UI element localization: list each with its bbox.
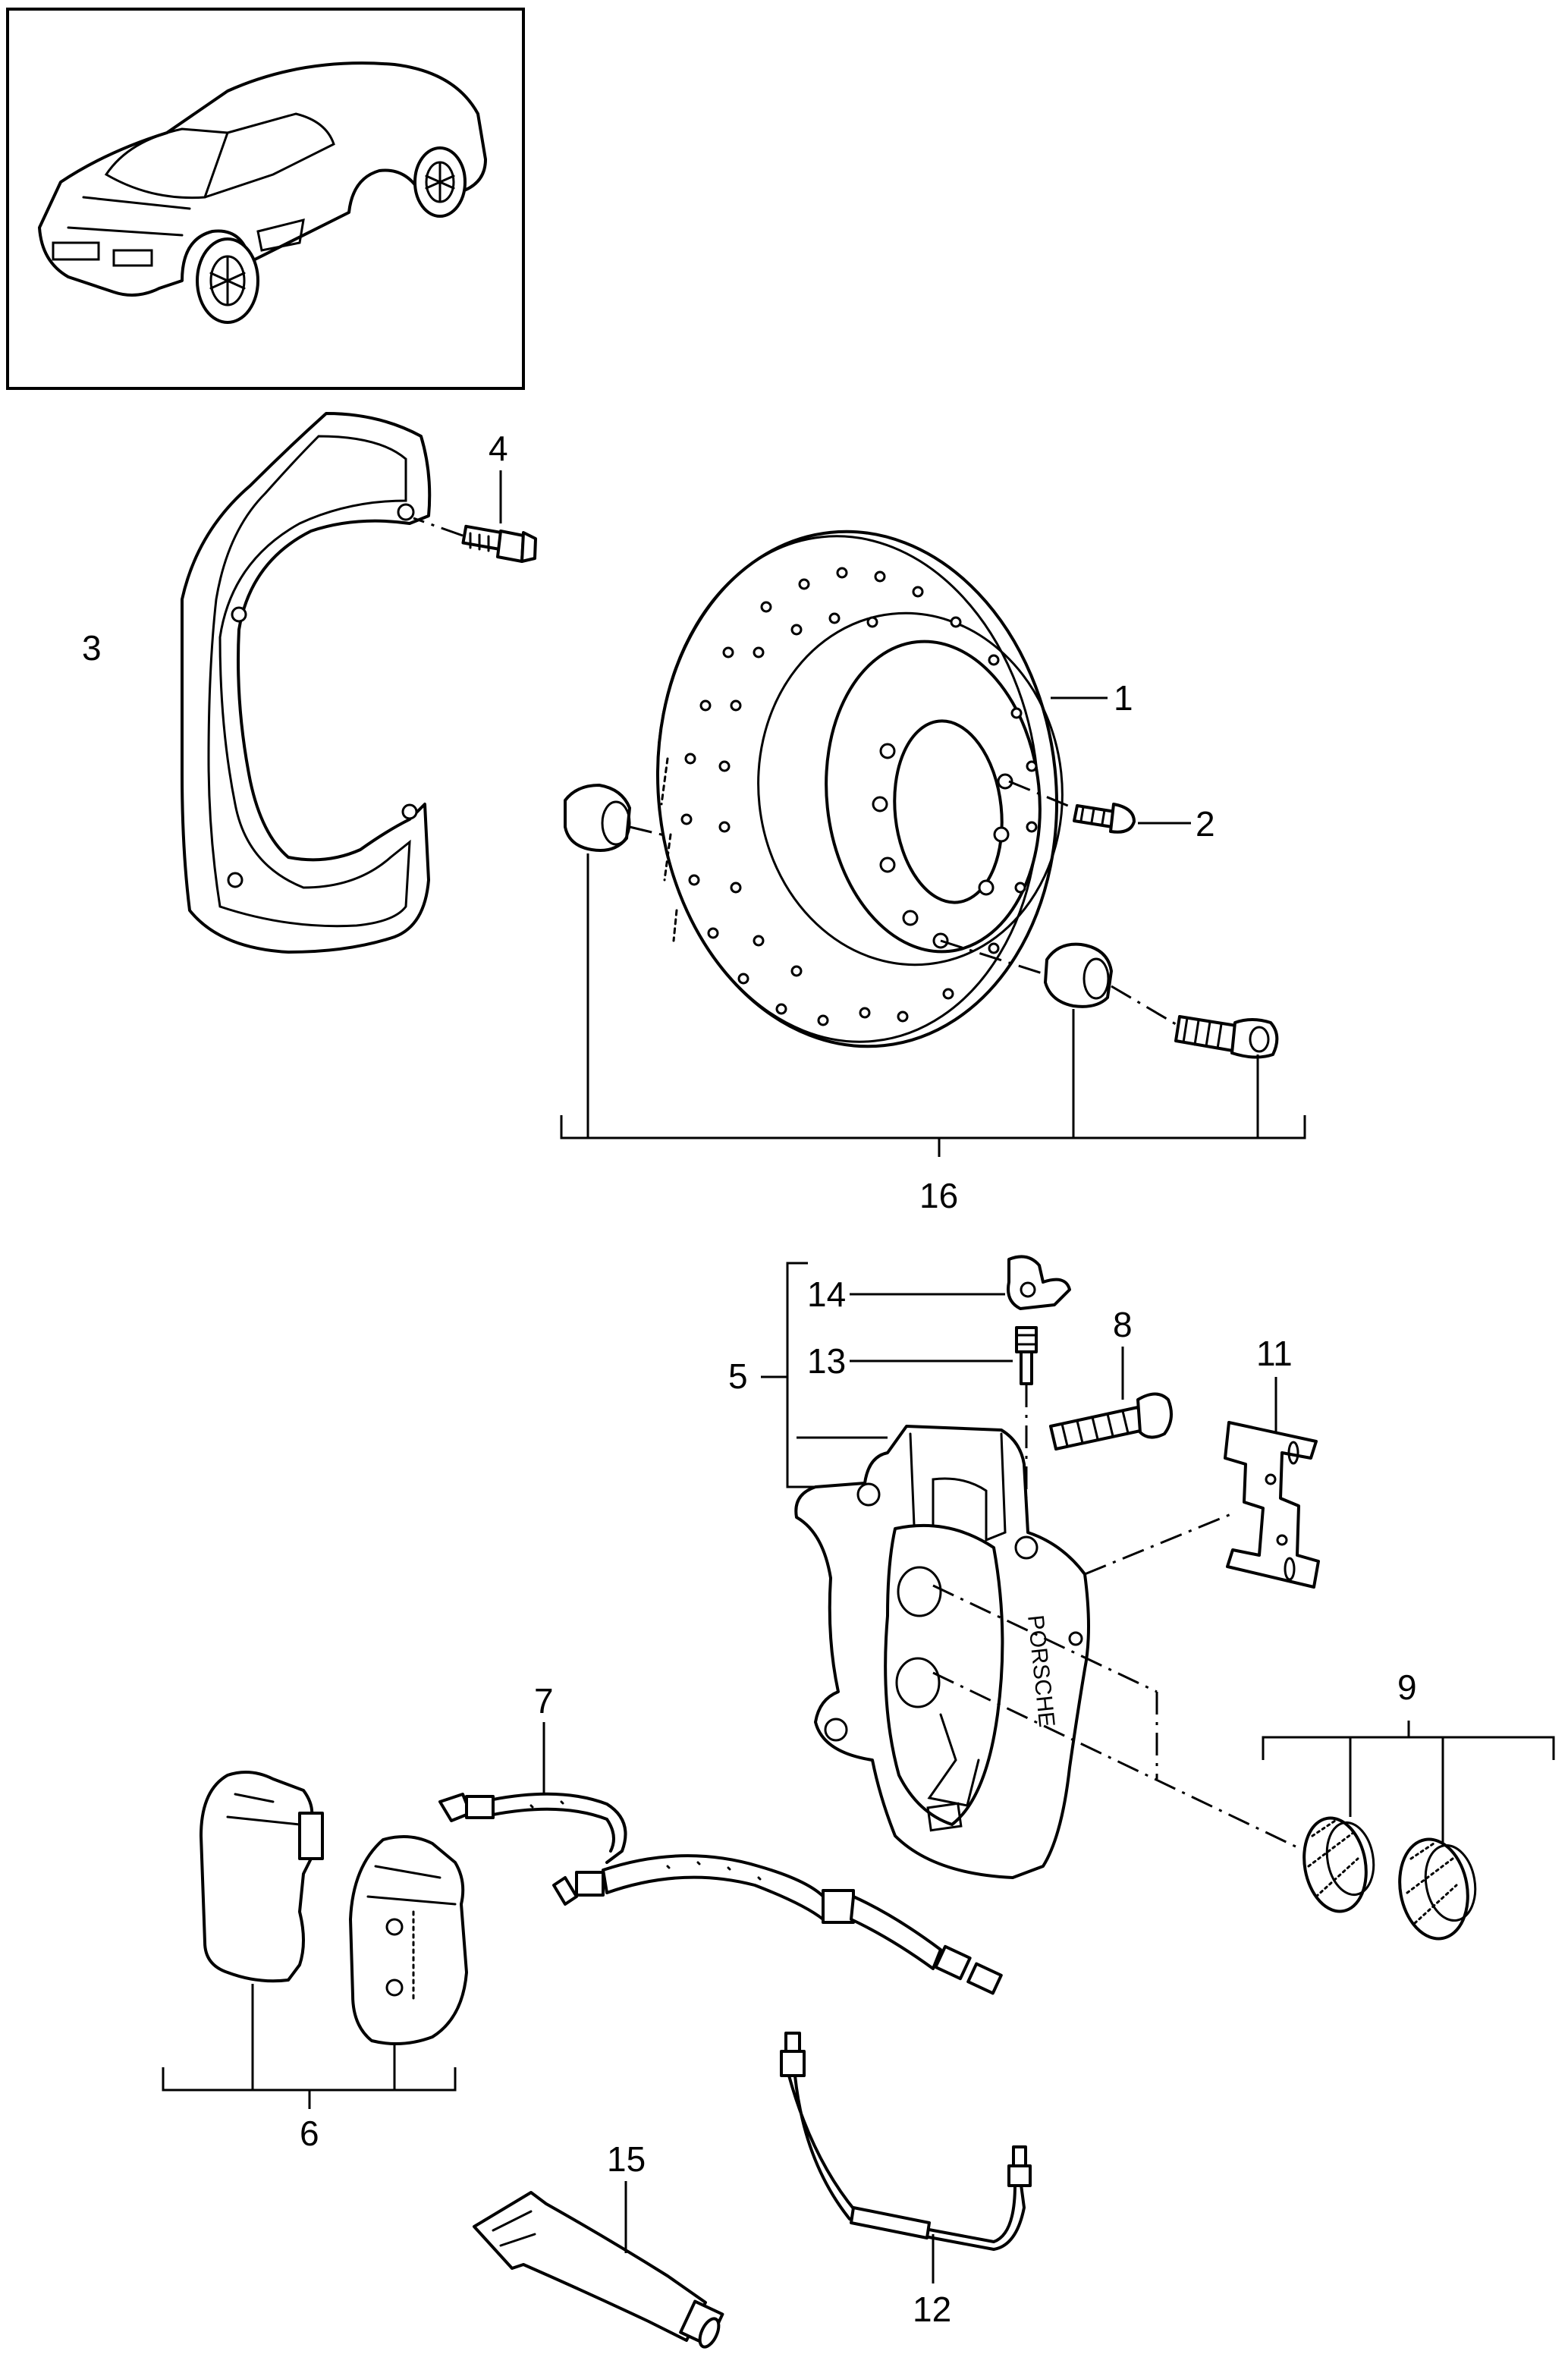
- brake-line: [780, 2032, 1032, 2251]
- callout-7: 7: [534, 1681, 554, 1721]
- assembly-line-bolt: [1111, 985, 1177, 1026]
- callout-9: 9: [1397, 1667, 1417, 1707]
- callout-11: 11: [1256, 1334, 1293, 1373]
- callout-8: 8: [1113, 1305, 1133, 1344]
- spacer-sleeve-left: [564, 784, 631, 852]
- brake-pad-1: [200, 1771, 324, 1983]
- disc-hub-holes: [872, 743, 1013, 949]
- piston-seal-1: [1302, 1816, 1375, 1913]
- bracket-16: [560, 853, 1306, 1157]
- callout-3: 3: [82, 628, 102, 668]
- brake-caliper: PORSCHE: [794, 1425, 1090, 1879]
- piston-seal-2: [1398, 1837, 1477, 1941]
- assembly-line-spacer-right: [940, 939, 1048, 976]
- vehicle-thumbnail: [6, 8, 525, 390]
- brake-splash-shield: [181, 412, 432, 954]
- hex-socket-bolt: [1174, 1015, 1279, 1059]
- callout-5: 5: [728, 1356, 748, 1396]
- assembly-line-spacer-left: [629, 825, 668, 838]
- callout-4: 4: [489, 429, 508, 468]
- assembly-line-2: [1008, 780, 1074, 809]
- bleeder-cap: [1007, 1255, 1071, 1310]
- wear-sensor: [438, 1792, 1003, 1995]
- spacer-sleeve-right: [1044, 942, 1113, 1008]
- pad-retaining-spring: [1224, 1421, 1320, 1589]
- callout-12: 12: [913, 2290, 951, 2329]
- brake-disc: [656, 530, 1064, 1048]
- assembly-line-4: [413, 517, 463, 537]
- bleeder-valve: [1015, 1326, 1038, 1385]
- grease-tube: [473, 2191, 724, 2349]
- assembly-line-9b: [932, 1671, 1298, 1849]
- callout-16: 16: [919, 1176, 958, 1215]
- callout-2: 2: [1196, 804, 1215, 844]
- car-illustration: [38, 61, 487, 324]
- callout-15: 15: [607, 2139, 646, 2179]
- callout-13: 13: [807, 1341, 846, 1381]
- caliper-bolt: [1049, 1392, 1173, 1451]
- disc-drill-holes: [680, 567, 1038, 1026]
- callout-1: 1: [1114, 678, 1133, 718]
- callout-6: 6: [300, 2114, 319, 2153]
- callout-labels: 1 2 3 4 16 14 13 5 8 11 9 7 6 15 12: [82, 429, 1417, 2329]
- assembly-line-11: [1084, 1512, 1233, 1576]
- countersunk-screw: [1073, 803, 1136, 834]
- brake-pad-2: [349, 1835, 468, 2045]
- shield-bolt: [461, 524, 537, 563]
- bracket-9: [1262, 1721, 1555, 1843]
- assembly-line-9a: [932, 1584, 1158, 1693]
- callout-14: 14: [807, 1275, 846, 1314]
